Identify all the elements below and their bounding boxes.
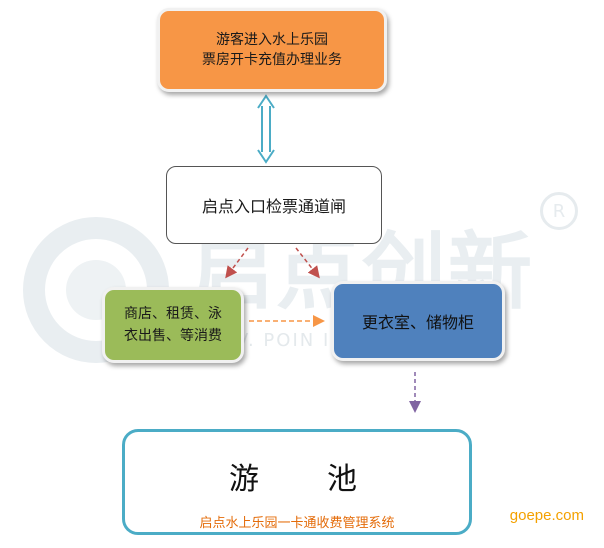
node-shops-line1: 商店、租赁、泳 [124,306,222,322]
node-pool-subtitle: 启点水上乐园一卡通收费管理系统 [199,516,395,531]
node-entry-line1: 游客进入水上乐园 [216,32,328,48]
node-locker-label: 更衣室、储物柜 [361,313,474,332]
node-shops-line2: 衣出售、等消费 [124,328,222,344]
double-arrow-entry-gate [257,94,275,164]
node-shops: 商店、租赁、泳 衣出售、等消费 [102,287,244,363]
site-label: goepe.com [509,507,584,524]
node-pool-title: 游池 [229,462,425,497]
node-pool: 游池 启点水上乐园一卡通收费管理系统 [122,429,472,535]
registered-mark: R [540,192,578,230]
node-gate: 启点入口检票通道闸 [166,166,382,244]
node-entry: 游客进入水上乐园 票房开卡充值办理业务 [157,8,387,92]
arrow-gate-to-shops [225,247,249,279]
arrow-gate-to-locker [295,247,320,279]
node-gate-label: 启点入口检票通道闸 [201,197,346,216]
node-entry-line2: 票房开卡充值办理业务 [202,52,342,68]
node-locker: 更衣室、储物柜 [331,281,505,361]
watermark-tagline: V. POIN ION [236,330,362,351]
